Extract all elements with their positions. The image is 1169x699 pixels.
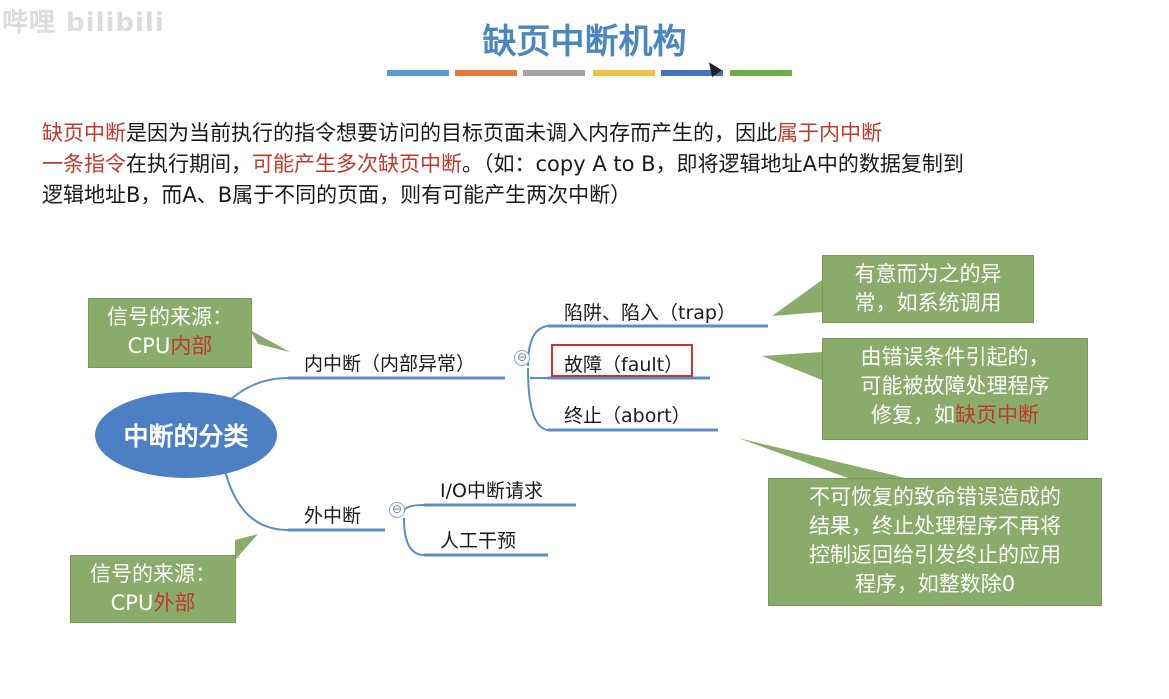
callout-trap-note: 有意而为之的异 常，如系统调用 bbox=[822, 255, 1034, 323]
para-text-1: 是因为当前执行的指令想要访问的目标页面未调入内存而产生的，因此 bbox=[126, 121, 777, 145]
curve-to-abort bbox=[527, 367, 549, 431]
node-internal-interrupt: 内中断（内部异常） bbox=[304, 353, 476, 375]
title-bar-1 bbox=[387, 70, 449, 76]
node-abort: 终止（abort） bbox=[564, 405, 691, 427]
node-fault: 故障（fault） bbox=[564, 354, 684, 376]
para-text-2: 在执行期间， bbox=[126, 152, 252, 176]
curve-to-manual bbox=[403, 517, 425, 556]
callout-fault-line2: 可能被故障处理程序 bbox=[860, 374, 1050, 398]
callout-trap-line1: 有意而为之的异 bbox=[854, 262, 1002, 286]
collapse-external-icon[interactable]: ⊖ bbox=[389, 502, 405, 518]
callout-external-source-line1: 信号的来源： bbox=[90, 562, 216, 586]
pointer-fault-note bbox=[762, 352, 822, 380]
watermark-logo: 哔哩 bilibili bbox=[2, 8, 165, 38]
title-bar-3 bbox=[523, 70, 585, 76]
curve-to-internal bbox=[229, 377, 289, 401]
title-bar-2 bbox=[455, 70, 517, 76]
pointer-external-source bbox=[235, 534, 258, 560]
callout-abort-line1: 不可恢复的致命错误造成的 bbox=[809, 485, 1061, 509]
pointer-abort-note bbox=[738, 438, 905, 478]
callout-abort-line3: 控制返回给引发终止的应用 bbox=[809, 543, 1061, 567]
description-paragraph: 缺页中断是因为当前执行的指令想要访问的目标页面未调入内存而产生的，因此属于内中断… bbox=[42, 118, 1152, 211]
pointer-internal-source bbox=[250, 330, 290, 352]
callout-fault-note: 由错误条件引起的， 可能被故障处理程序 修复，如缺页中断 bbox=[822, 338, 1088, 440]
term-page-fault: 缺页中断 bbox=[42, 121, 126, 145]
callout-abort-line4: 程序，如整数除0 bbox=[854, 572, 1016, 596]
node-io-request: I/O中断请求 bbox=[440, 480, 543, 502]
callout-external-source-line2: CPU外部 bbox=[110, 591, 196, 615]
title-bar-6 bbox=[730, 70, 792, 76]
term-multiple-faults: 可能产生多次缺页中断 bbox=[252, 152, 462, 176]
node-external-interrupt: 外中断 bbox=[304, 505, 362, 527]
root-node-interrupt-classification: 中断的分类 bbox=[95, 392, 277, 478]
callout-abort-line2: 结果，终止处理程序不再将 bbox=[809, 514, 1061, 538]
page-title: 缺页中断机构 bbox=[482, 22, 687, 62]
title-bar-4 bbox=[593, 70, 655, 76]
callout-internal-source-line2: CPU内部 bbox=[127, 334, 213, 358]
curve-to-external bbox=[224, 469, 289, 531]
para-text-4: 逻辑地址B，而A、B属于不同的页面，则有可能产生两次中断） bbox=[42, 183, 632, 207]
callout-fault-line3: 修复，如缺页中断 bbox=[871, 403, 1039, 427]
pointer-trap-note bbox=[772, 280, 822, 316]
callout-internal-source: 信号的来源： CPU内部 bbox=[88, 298, 252, 368]
callout-fault-line1: 由错误条件引起的， bbox=[860, 345, 1050, 369]
para-text-3: 。（如：copy A to B，即将逻辑地址A中的数据复制到 bbox=[462, 152, 964, 176]
node-manual-intervention: 人工干预 bbox=[440, 530, 517, 552]
curve-to-io bbox=[403, 504, 425, 513]
term-one-instruction: 一条指令 bbox=[42, 152, 126, 176]
title-bar-5 bbox=[661, 70, 723, 76]
term-internal-interrupt: 属于内中断 bbox=[777, 121, 882, 145]
collapse-internal-icon[interactable]: ⊖ bbox=[514, 350, 530, 366]
callout-abort-note: 不可恢复的致命错误造成的 结果，终止处理程序不再将 控制返回给引发终止的应用 程… bbox=[768, 478, 1102, 606]
curve-to-trap bbox=[527, 325, 549, 367]
callout-trap-line2: 常，如系统调用 bbox=[854, 291, 1002, 315]
callout-external-source: 信号的来源： CPU外部 bbox=[70, 555, 236, 623]
callout-internal-source-line1: 信号的来源： bbox=[107, 305, 233, 329]
node-trap: 陷阱、陷入（trap） bbox=[564, 302, 736, 324]
fault-highlight-box bbox=[551, 344, 693, 377]
